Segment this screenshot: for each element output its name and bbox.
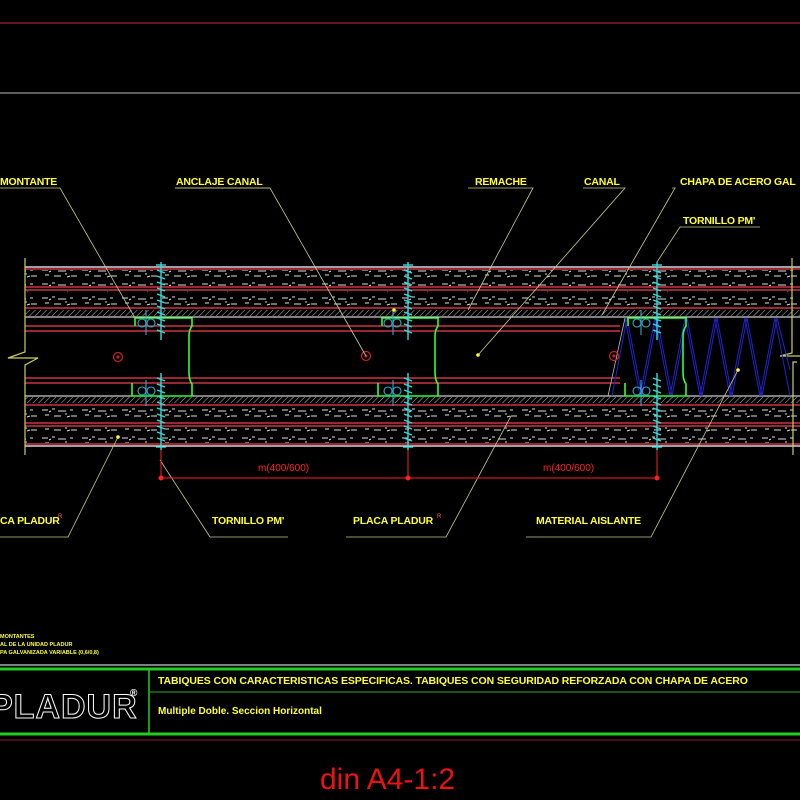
note-3: PA GALVANIZADA VARIABLE (0,6/0,8) — [0, 650, 99, 656]
label-remache: REMACHE — [475, 176, 527, 188]
screw-top-1 — [156, 262, 166, 340]
scale-label: din A4-1:2 — [320, 763, 455, 796]
title-block — [0, 664, 800, 741]
drawing-title: TABIQUES CON CARACTERISTICAS ESPECIFICAS… — [158, 675, 748, 687]
anchor-symbols — [112, 350, 620, 363]
stud-profiles — [131, 317, 687, 397]
label-tornillo-bottom: TORNILLO PM' — [212, 515, 284, 527]
note-1: MONTANTES — [0, 634, 35, 640]
screws — [156, 262, 662, 450]
label-chapa-acero: CHAPA DE ACERO GAL — [680, 176, 796, 188]
drawing-subtitle: Multiple Doble. Seccion Horizontal — [158, 706, 322, 717]
registered-mark: R — [437, 514, 442, 520]
screw-top-3 — [652, 262, 662, 340]
screw-bottom-2 — [403, 373, 413, 450]
brand-registered-mark: ® — [130, 688, 138, 699]
note-2: AL DE LA UNIDAD PLADUR — [0, 642, 72, 648]
dimension-lines — [158, 450, 660, 481]
dimension-right: m(400/600) — [543, 463, 594, 474]
screw-bottom-1 — [156, 373, 166, 450]
screw-top-2 — [403, 262, 413, 340]
dimension-left: m(400/600) — [258, 463, 309, 474]
leader-lines — [0, 187, 739, 538]
insulation-zigzag — [611, 317, 791, 397]
label-placa-pladur-mid: PLACA PLADUR — [353, 515, 434, 527]
label-material-aislante: MATERIAL AISLANTE — [536, 515, 641, 527]
rivets — [137, 310, 651, 406]
screw-bottom-3 — [652, 373, 662, 450]
wall-section — [7, 258, 800, 455]
label-montante: MONTANTE — [0, 176, 57, 188]
label-tornillo-top: TORNILLO PM' — [683, 215, 755, 227]
leader-dots — [116, 308, 740, 439]
label-anclaje-canal: ANCLAJE CANAL — [176, 176, 263, 188]
label-placa-pladur-left: CA PLADUR — [0, 515, 60, 527]
label-canal: CANAL — [584, 176, 621, 188]
registered-mark: R — [58, 514, 63, 520]
brand-logo: PLADUR — [0, 688, 138, 726]
